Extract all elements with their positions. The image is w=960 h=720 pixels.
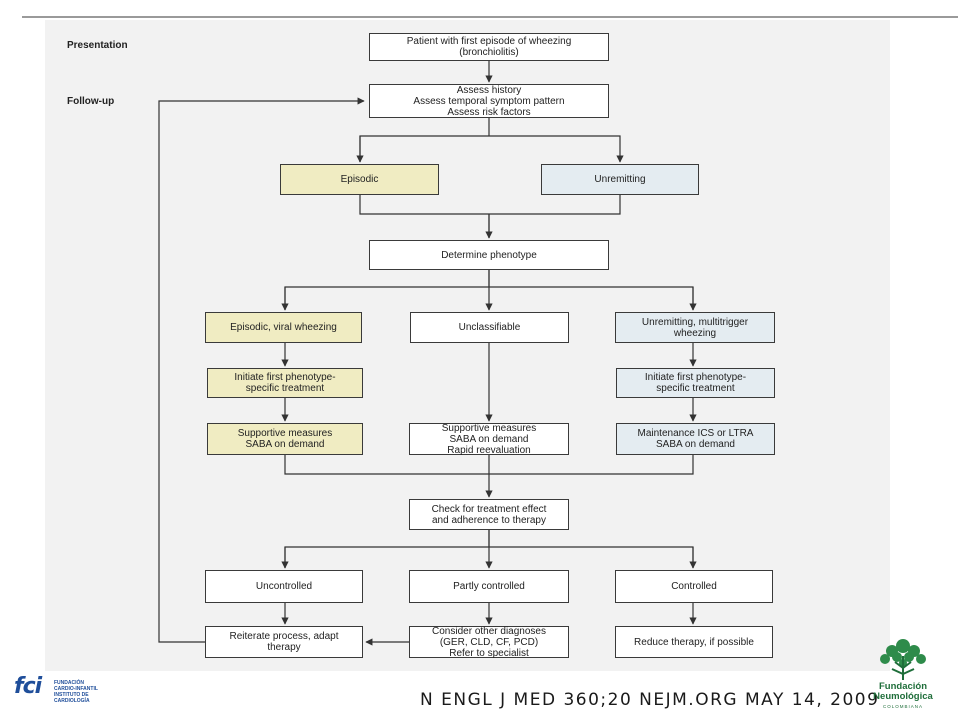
determine-phenotype-box: Determine phenotype	[369, 240, 609, 270]
label-follow-up: Follow-up	[67, 96, 115, 107]
partly-controlled-box: Partly controlled	[409, 570, 569, 603]
initiate-treatment-left-box: Initiate first phenotype- specific treat…	[207, 368, 363, 398]
controlled-box: Controlled	[615, 570, 773, 603]
nejm-citation: N ENGL J MED 360;20 NEJM.ORG MAY 14, 200…	[420, 690, 880, 710]
label-presentation: Presentation	[67, 40, 128, 51]
unremitting-box: Unremitting	[541, 164, 699, 195]
reiterate-process-box: Reiterate process, adapt therapy	[205, 626, 363, 658]
tree-icon	[880, 639, 926, 680]
check-treatment-box: Check for treatment effect and adherence…	[409, 499, 569, 530]
uncontrolled-box: Uncontrolled	[205, 570, 363, 603]
assess-box: Assess history Assess temporal symptom p…	[369, 84, 609, 118]
fundacion-neumologica-subtitle: COLOMBIANA	[882, 704, 923, 709]
episodic-viral-box: Episodic, viral wheezing	[205, 312, 362, 343]
merge-to-determine	[359, 195, 621, 238]
fundacion-neumologica-name: Fundación Neumológica	[873, 681, 933, 702]
fundacion-neumologica-logo: Fundación Neumológica COLOMBIANA	[870, 636, 936, 712]
unremitting-multitrigger-box: Unremitting, multitrigger wheezing	[615, 312, 775, 343]
episodic-box: Episodic	[280, 164, 439, 195]
consider-diagnoses-box: Consider other diagnoses (GER, CLD, CF, …	[409, 626, 569, 659]
supportive-left-box: Supportive measures SABA on demand	[207, 423, 363, 455]
fci-logo: fci FUNDACIÓN CARDIO-INFANTIL INSTITUTO …	[14, 674, 106, 708]
merge-to-check	[284, 455, 694, 475]
feedback-loop	[158, 97, 365, 643]
patient-box: Patient with first episode of wheezing (…	[369, 33, 609, 61]
fci-logo-text: FUNDACIÓN CARDIO-INFANTIL INSTITUTO DE C…	[54, 680, 98, 704]
reduce-therapy-box: Reduce therapy, if possible	[615, 626, 773, 658]
initiate-treatment-right-box: Initiate first phenotype- specific treat…	[616, 368, 775, 398]
maintenance-box: Maintenance ICS or LTRA SABA on demand	[616, 423, 775, 455]
fci-logo-mark: fci	[14, 674, 42, 699]
flowchart-panel	[45, 20, 890, 671]
arrow-assess-to-split	[359, 118, 620, 162]
top-rule	[22, 16, 958, 18]
supportive-mid-box: Supportive measures SABA on demand Rapid…	[409, 423, 569, 456]
unclassifiable-box: Unclassifiable	[410, 312, 569, 343]
